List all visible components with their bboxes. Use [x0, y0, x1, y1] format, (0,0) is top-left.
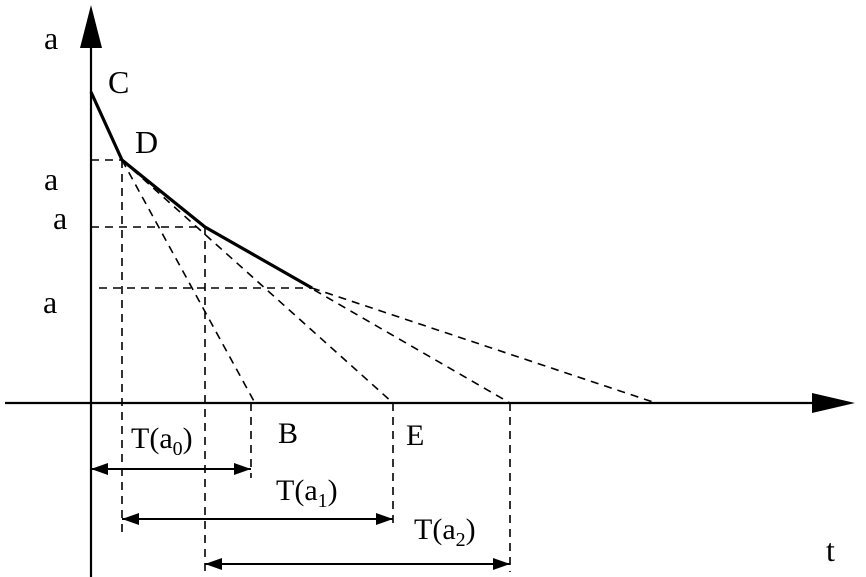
decay-curve — [89, 91, 313, 290]
tangent-d-to-b — [121, 159, 256, 404]
tangent-d-to-e — [121, 159, 394, 404]
x-axis-label: t — [826, 532, 835, 568]
arrowhead-right-a1 — [376, 513, 393, 525]
arrowhead-left-a1 — [122, 513, 139, 525]
level-label-a1: a — [53, 200, 67, 236]
y-axis-label: a — [44, 20, 58, 56]
x-axis-arrowhead — [812, 393, 855, 413]
point-label-b: B — [278, 417, 298, 450]
interval-label-t-a0: T(a0) — [131, 422, 193, 460]
tangent-a1-to-end — [204, 226, 511, 404]
level-label-a0: a — [44, 161, 58, 197]
level-lines — [91, 159, 312, 289]
level-label-a2: a — [43, 284, 57, 320]
point-label-c: C — [108, 64, 129, 100]
arrowhead-right-a0 — [234, 463, 251, 475]
drop-lines — [121, 160, 511, 572]
interval-label-t-a1: T(a1) — [276, 474, 338, 512]
axes — [5, 5, 855, 577]
point-label-d: D — [135, 124, 158, 160]
interval-arrows — [91, 463, 510, 570]
y-axis-arrowhead — [80, 5, 102, 48]
interval-label-t-a2: T(a2) — [414, 513, 476, 551]
arrowhead-right-a2 — [493, 558, 510, 570]
tangent-lines — [121, 159, 657, 404]
arrowhead-left-a2 — [205, 558, 222, 570]
point-label-e: E — [406, 419, 424, 452]
tangent-a2-to-end — [311, 287, 657, 404]
arrowhead-left-a0 — [91, 463, 108, 475]
